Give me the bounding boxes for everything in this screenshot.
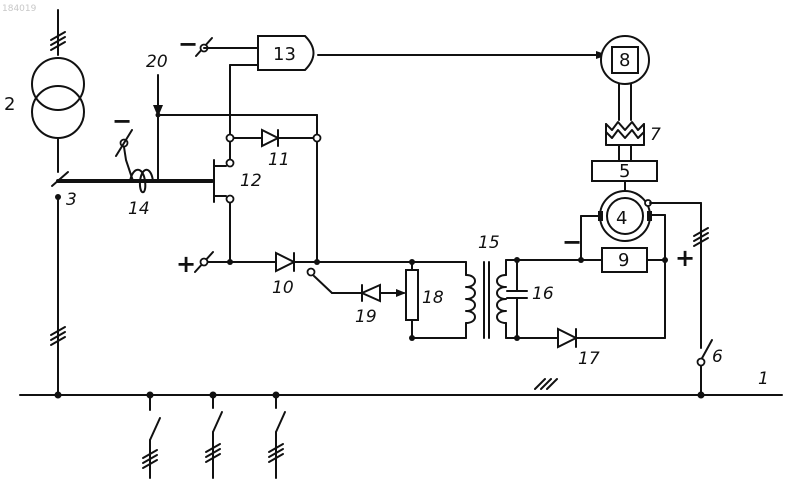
label-1: 1 xyxy=(758,369,769,389)
supply-transformer: 2 xyxy=(4,10,84,172)
label-5: 5 xyxy=(619,161,630,182)
minus-sign-trip: − xyxy=(112,107,132,135)
minus-sign-top: − xyxy=(178,30,198,58)
label-9: 9 xyxy=(618,250,629,271)
logic-block-13: − 13 xyxy=(178,30,608,135)
coupling-7: 7 xyxy=(606,82,661,161)
label-18: 18 xyxy=(422,288,444,308)
relay-contact-12: 12 xyxy=(214,142,262,262)
feeder-2 xyxy=(206,392,222,479)
label-19: 19 xyxy=(355,307,377,327)
label-14: 14 xyxy=(128,199,150,219)
block-5: 5 xyxy=(592,161,657,191)
rheostat-18: 18 xyxy=(406,259,444,341)
label-11: 11 xyxy=(268,150,290,170)
label-6: 6 xyxy=(712,347,723,367)
label-20: 20 xyxy=(146,52,168,72)
plus-sign-motor: + xyxy=(675,244,695,272)
plus-sign-left: + xyxy=(176,250,196,278)
minus-sign-motor: − xyxy=(562,228,582,256)
label-4: 4 xyxy=(616,208,627,229)
diode-19-branch: 19 xyxy=(308,269,407,328)
label-13: 13 xyxy=(273,44,296,65)
trip-coil-14: 14 xyxy=(58,170,212,219)
device-8: 8 xyxy=(601,36,649,84)
main-busbar: 1 xyxy=(20,369,782,395)
diode-17: 17 xyxy=(558,260,665,369)
label-8: 8 xyxy=(619,50,630,71)
label-2: 2 xyxy=(4,94,15,115)
feeder-3 xyxy=(269,392,285,479)
label-12: 12 xyxy=(240,171,262,191)
feeder-1 xyxy=(143,392,160,479)
label-3: 3 xyxy=(66,190,77,210)
label-17: 17 xyxy=(578,349,600,369)
label-7: 7 xyxy=(650,125,661,145)
switch-6: 6 xyxy=(694,203,723,399)
label-15: 15 xyxy=(478,233,500,253)
transformer-15: 15 xyxy=(412,233,506,338)
label-16: 16 xyxy=(532,284,554,304)
breaker-3: 3 xyxy=(51,172,77,399)
label-10: 10 xyxy=(272,278,294,298)
capacitor-16: 16 xyxy=(506,257,596,341)
trip-control-switch: − xyxy=(112,107,133,181)
watermark: 184019 xyxy=(2,4,37,14)
